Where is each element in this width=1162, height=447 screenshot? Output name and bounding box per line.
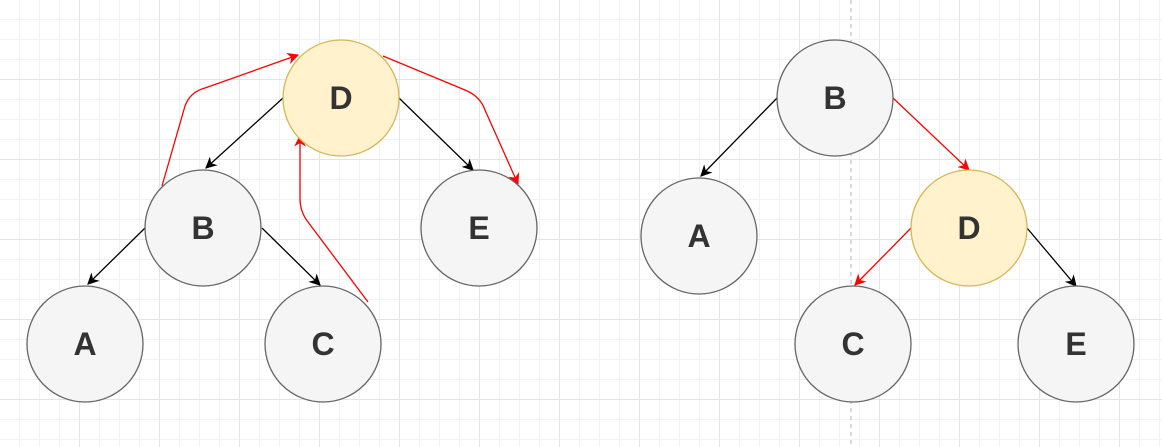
node-d-label: D: [329, 80, 352, 116]
edge-b-to-c: [261, 227, 321, 286]
rotation-edge-b-to-d-after: [892, 97, 970, 171]
rotation-arrow-d-to-e: [382, 55, 520, 186]
node-a-after: A: [640, 177, 758, 295]
node-b-after-label: B: [823, 80, 846, 116]
node-a: A: [26, 285, 144, 403]
edge-b-to-a: [87, 227, 146, 285]
node-e-label: E: [468, 210, 489, 246]
rotation-arrow-c-to-d: [294, 134, 369, 303]
node-d-after-label: D: [957, 210, 980, 246]
rotation-edge-d-to-c-after: [854, 227, 912, 286]
node-b-after: B: [776, 39, 894, 157]
node-a-after-label: A: [687, 218, 710, 254]
edge-b-to-a-after: [700, 97, 778, 177]
node-c-label: C: [311, 326, 334, 362]
node-b: B: [144, 169, 262, 287]
node-d-after-highlighted: D: [910, 169, 1028, 287]
node-c-after: C: [794, 285, 912, 403]
rotation-arrow-b-to-d: [161, 53, 300, 187]
before-rotation-tree: D B E A C: [26, 39, 538, 403]
after-rotation-tree: B A D C E: [640, 39, 1135, 403]
edge-d-to-e-after: [1026, 227, 1077, 287]
node-c-after-label: C: [841, 326, 864, 362]
edge-d-to-b: [205, 97, 284, 169]
node-a-label: A: [73, 326, 96, 362]
node-e-after-label: E: [1065, 326, 1086, 362]
node-e-after: E: [1017, 285, 1135, 403]
node-c: C: [264, 285, 382, 403]
edge-d-to-e: [398, 97, 474, 171]
node-b-label: B: [191, 210, 214, 246]
node-e: E: [420, 169, 538, 287]
node-d-highlighted: D: [282, 39, 400, 157]
